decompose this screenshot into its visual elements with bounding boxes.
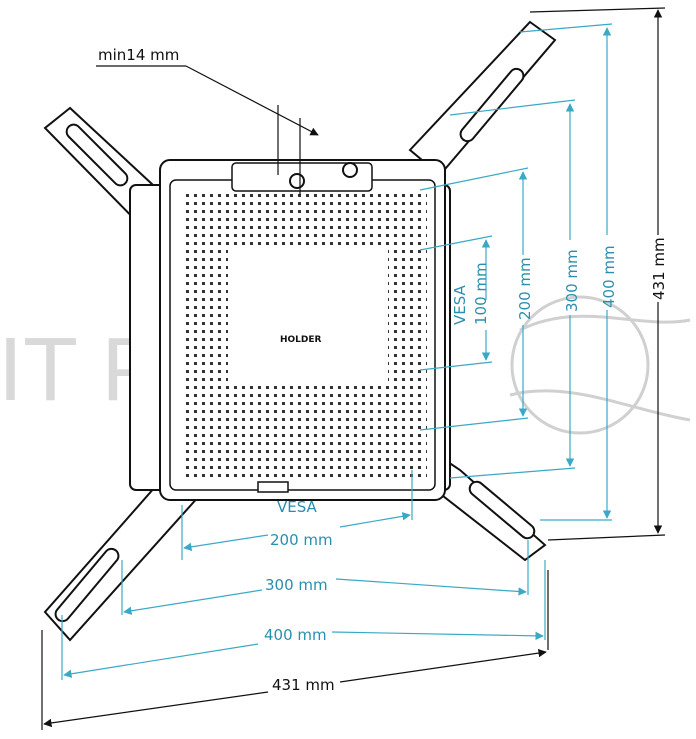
horizontal-dimensions: VESA 200 mm 300 mm 400 mm 431 mm xyxy=(41,470,549,730)
plate-center xyxy=(228,245,388,385)
h200-label: 200 mm xyxy=(270,531,333,549)
screw-right-icon xyxy=(342,162,358,178)
slot-top-left xyxy=(65,123,129,187)
v100-label: 100 mm xyxy=(472,262,490,325)
bottom-latch xyxy=(257,481,289,493)
vertical-dimensions: VESA 100 mm 200 mm 300 mm 400 mm 431 mm xyxy=(419,7,668,541)
min14-callout: min14 mm xyxy=(96,46,319,195)
mount-arms xyxy=(43,20,557,642)
vesa-v-label: VESA xyxy=(451,284,469,325)
h431-label: 431 mm xyxy=(272,676,335,694)
screw-left-icon xyxy=(289,173,305,189)
watermark-swoosh-icon xyxy=(509,295,691,435)
h300-label: 300 mm xyxy=(265,576,328,594)
min14-label: min14 mm xyxy=(98,46,179,64)
v300-label: 300 mm xyxy=(563,249,581,312)
v431-label: 431 mm xyxy=(650,237,668,300)
slot-bottom-left xyxy=(54,547,120,623)
arm-top-right xyxy=(408,20,557,177)
h400-label: 400 mm xyxy=(264,626,327,644)
mount-plate: HOLDER xyxy=(129,159,451,501)
v400-label: 400 mm xyxy=(600,245,618,308)
v200-label: 200 mm xyxy=(516,257,534,320)
vesa-h-label: VESA xyxy=(277,498,318,516)
holder-logo: HOLDER xyxy=(280,335,322,345)
slot-bottom-right xyxy=(468,480,536,540)
